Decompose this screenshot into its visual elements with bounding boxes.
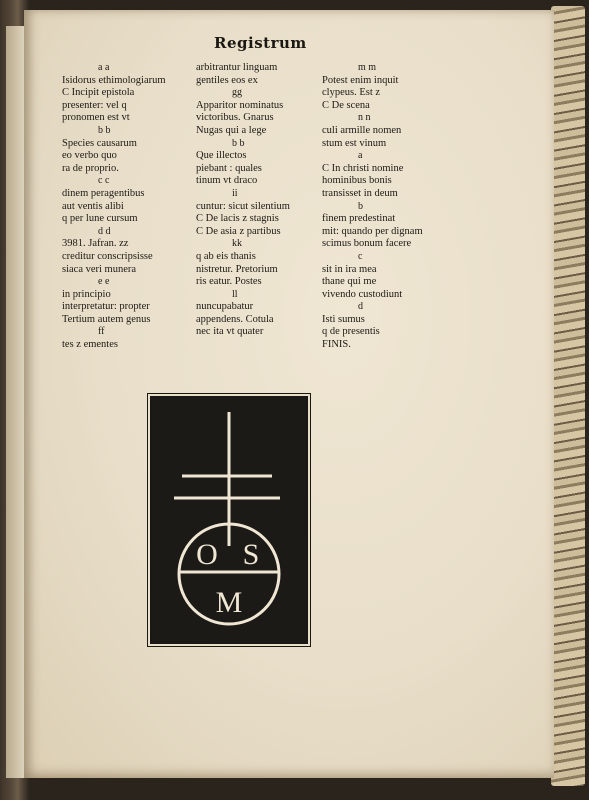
register-line: Que illectos <box>196 150 247 162</box>
register-line: transisset in deum <box>322 187 398 199</box>
register-line: appendens. Cotula <box>196 313 274 325</box>
register-line: cuntur: sicut silentium <box>196 200 290 212</box>
register-line: C De scena <box>322 99 370 111</box>
register-line: Nugas qui a lege <box>196 124 267 136</box>
register-line: C De asia z partibus <box>196 225 281 237</box>
page-title: Registrum <box>214 34 307 52</box>
register-line: nec ita vt quater <box>196 326 264 338</box>
register-line: C De lacis z stagnis <box>196 213 279 225</box>
register-line: nistretur. Pretorium <box>196 263 278 275</box>
register-line: Species causarum <box>62 137 137 149</box>
register-line: presenter: vel q <box>62 99 127 111</box>
signature-mark: b b <box>232 137 245 149</box>
register-line: victoribus. Gnarus <box>196 112 274 124</box>
mark-letter-s: S <box>243 538 260 571</box>
register-line: q ab eis thanis <box>196 250 256 262</box>
signature-mark: b b <box>98 124 111 136</box>
register-line: tinum vt draco <box>196 175 258 187</box>
register-line: scimus bonum facere <box>322 238 412 250</box>
register-line: Isidorus ethimologiarum <box>62 74 166 86</box>
register-line: C In christi nomine <box>322 162 404 174</box>
register-line: ris eatur. Postes <box>196 276 262 288</box>
register-line: hominibus bonis <box>322 175 392 187</box>
register-line: mit: quando per dignam <box>322 225 423 237</box>
register-line: Isti sumus <box>322 313 365 325</box>
signature-mark: m m <box>358 62 377 73</box>
signature-mark: ff <box>98 326 105 338</box>
register-line: 3981. Jafran. zz <box>62 238 129 250</box>
register-line: arbitrantur linguam <box>196 62 278 73</box>
register-line: vivendo custodiunt <box>322 288 403 300</box>
signature-mark: ll <box>232 288 238 300</box>
register-line: C Incipit epistola <box>62 87 135 99</box>
register-line: creditur conscripsisse <box>62 250 153 262</box>
register-line: stum est vinum <box>322 137 387 149</box>
binding-board-edge <box>551 6 585 786</box>
mark-orb-circle <box>177 522 281 626</box>
register-line: clypeus. Est z <box>322 87 381 99</box>
register-line: q per lune cursum <box>62 213 138 225</box>
register-line: ra de proprio. <box>62 162 119 174</box>
register-line: siaca veri munera <box>62 263 137 275</box>
signature-mark: b <box>358 200 363 212</box>
signature-mark: c c <box>98 175 110 187</box>
signature-mark: a <box>358 150 363 162</box>
register-line: eo verbo quo <box>62 150 117 162</box>
signature-mark: d <box>358 301 363 313</box>
register-line: Potest enim inquit <box>322 74 399 86</box>
printers-mark-svg: O S M <box>152 398 306 642</box>
signature-mark: kk <box>232 238 242 250</box>
signature-mark: e e <box>98 276 110 288</box>
signature-mark: d d <box>98 225 111 237</box>
register-line: tes z ementes <box>62 339 118 351</box>
register-line: sit in ira mea <box>322 263 377 275</box>
register-line: finem predestinat <box>322 213 396 225</box>
register-line: thane qui me <box>322 276 377 288</box>
register-line: nuncupabatur <box>196 301 254 313</box>
register-line: Apparitor nominatus <box>196 99 284 111</box>
register-line: aut ventis alibi <box>62 200 124 212</box>
register-line: piebant : quales <box>196 162 262 174</box>
register-line: FINIS. <box>322 339 351 351</box>
signature-mark: a a <box>98 62 110 73</box>
signature-mark: gg <box>232 87 242 99</box>
register-line: in principio <box>62 288 111 300</box>
signature-mark: ii <box>232 187 238 199</box>
register-line: Tertium autem genus <box>62 313 151 325</box>
mark-letter-m: M <box>216 586 243 619</box>
facing-page-edge <box>6 26 28 778</box>
register-line: dinem peragentibus <box>62 187 145 199</box>
register-line: gentiles eos ex <box>196 74 258 86</box>
mark-letter-o: O <box>196 538 218 571</box>
signature-mark: c <box>358 250 363 262</box>
register-line: culi armille nomen <box>322 124 402 136</box>
register-line: interpretatur: propter <box>62 301 150 313</box>
printers-mark-woodcut: O S M <box>150 396 308 644</box>
signature-mark: n n <box>358 112 371 124</box>
register-line: q de presentis <box>322 326 380 338</box>
register-line: pronomen est vt <box>62 112 130 124</box>
